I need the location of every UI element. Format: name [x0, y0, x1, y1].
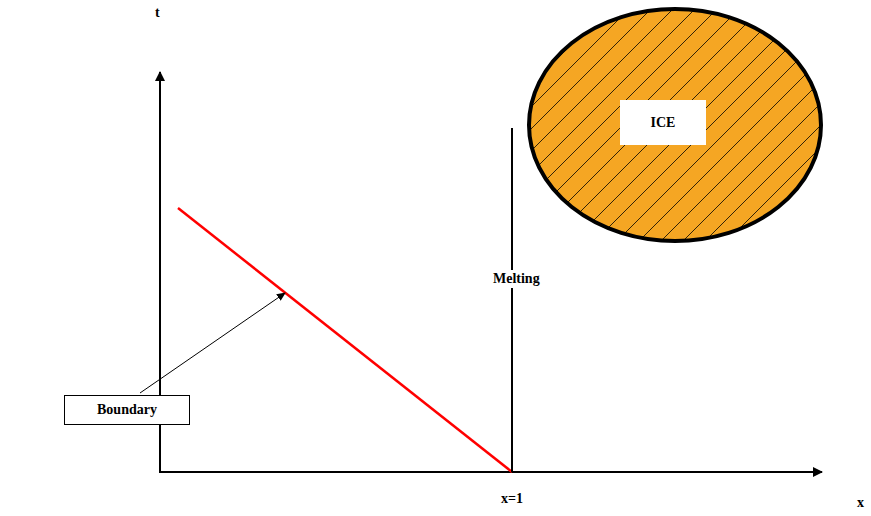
ice-label-box: ICE — [620, 100, 706, 145]
axis-label: x=1 — [499, 490, 525, 508]
axis-label: t — [153, 4, 162, 22]
ice-ball — [529, 9, 821, 241]
axis-label: x — [855, 494, 866, 512]
melting-line — [511, 128, 513, 472]
boundary-line — [178, 208, 512, 472]
node-text: ICE — [651, 115, 676, 131]
axis-label: Melting — [491, 270, 542, 288]
ice-ball-outline — [529, 9, 821, 241]
x-axis — [159, 471, 822, 473]
node-text: Boundary — [97, 402, 157, 418]
callout-box: Boundary — [64, 395, 190, 425]
leader-arrow — [140, 293, 285, 393]
